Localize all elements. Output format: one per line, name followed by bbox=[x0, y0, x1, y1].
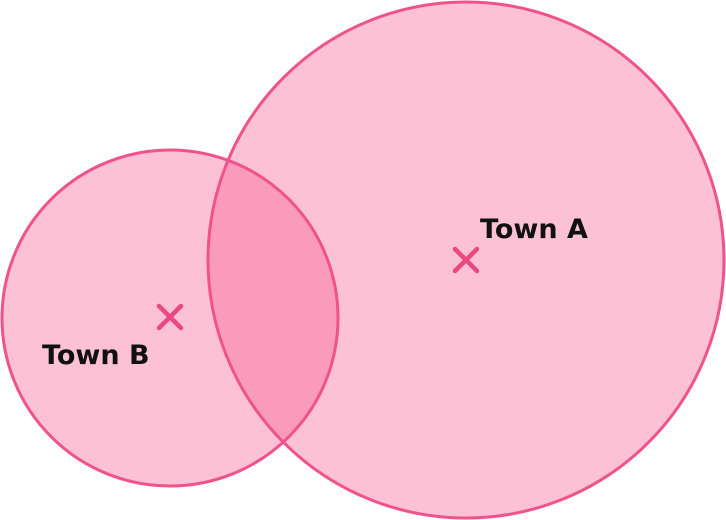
town-b-label: Town B bbox=[42, 340, 150, 371]
town-b-cross-icon bbox=[156, 303, 184, 331]
town-b-range-outline bbox=[0, 148, 340, 488]
town-a-cross-icon bbox=[452, 246, 480, 274]
town-a-range-outline bbox=[206, 0, 726, 520]
town-a-label: Town A bbox=[480, 214, 588, 245]
